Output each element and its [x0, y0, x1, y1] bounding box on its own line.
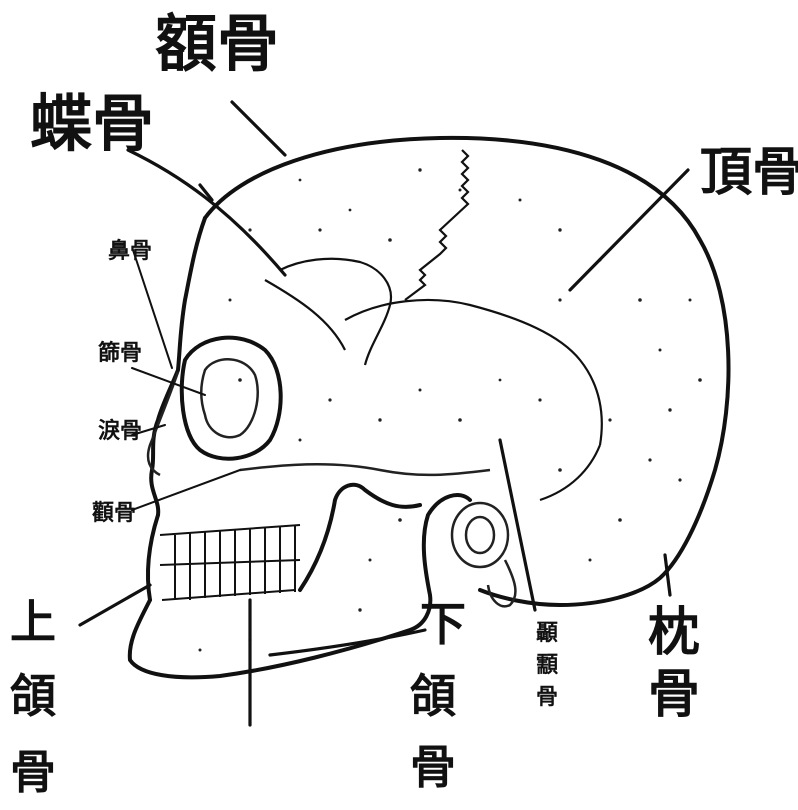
face-front-outline: [151, 218, 205, 515]
label-occipital-char-2: 骨: [648, 664, 700, 725]
label-maxilla-char-3: 骨: [10, 745, 56, 799]
label-zygomatic: 顴骨: [92, 500, 136, 526]
label-maxilla-char-2: 頜: [10, 669, 56, 723]
label-nasal: 鼻骨: [108, 238, 152, 264]
maxilla-front-outline: [148, 515, 158, 600]
labels: 額骨 蝶骨 頂骨 鼻骨 篩骨 淚骨 顴骨 上 頜 骨 下 頜 骨 顳 顬 骨 枕…: [10, 7, 798, 799]
label-maxilla-char-1: 上: [10, 595, 56, 649]
label-temporal-char-3: 骨: [536, 684, 558, 710]
label-mandible-char-2: 頜: [410, 669, 456, 723]
ramus-outline: [300, 485, 420, 590]
label-mandible-char-3: 骨: [410, 740, 456, 794]
zygomatic-arch: [240, 464, 490, 475]
orbit-inner: [201, 359, 257, 437]
leader-lines: [80, 102, 688, 725]
teeth: [160, 525, 300, 600]
coronal-suture: [405, 150, 468, 300]
lambdoid-hint: [540, 445, 600, 500]
leader-temporal: [500, 440, 535, 610]
eye-orbit: [182, 338, 281, 459]
sphenoid-suture: [280, 259, 391, 365]
ear-canal: [466, 517, 494, 553]
label-lacrimal: 淚骨: [98, 418, 142, 444]
temple-line: [265, 280, 345, 350]
leader-parietal: [570, 170, 688, 290]
leader-mandible: [270, 630, 425, 655]
label-ethmoid: 篩骨: [98, 340, 142, 366]
label-frontal: 額骨: [155, 7, 279, 80]
leader-frontal: [232, 102, 285, 155]
label-temporal-char-1: 顳: [536, 620, 558, 646]
label-sphenoid: 蝶骨: [30, 87, 154, 160]
label-temporal-char-2: 顬: [536, 652, 558, 678]
stipple-shading: [199, 168, 702, 651]
label-mandible-char-1: 下: [420, 597, 466, 651]
label-parietal: 頂骨: [700, 142, 798, 203]
label-occipital-char-1: 枕: [648, 602, 700, 663]
ear-opening: [452, 503, 508, 567]
leader-zygomatic: [132, 470, 240, 510]
